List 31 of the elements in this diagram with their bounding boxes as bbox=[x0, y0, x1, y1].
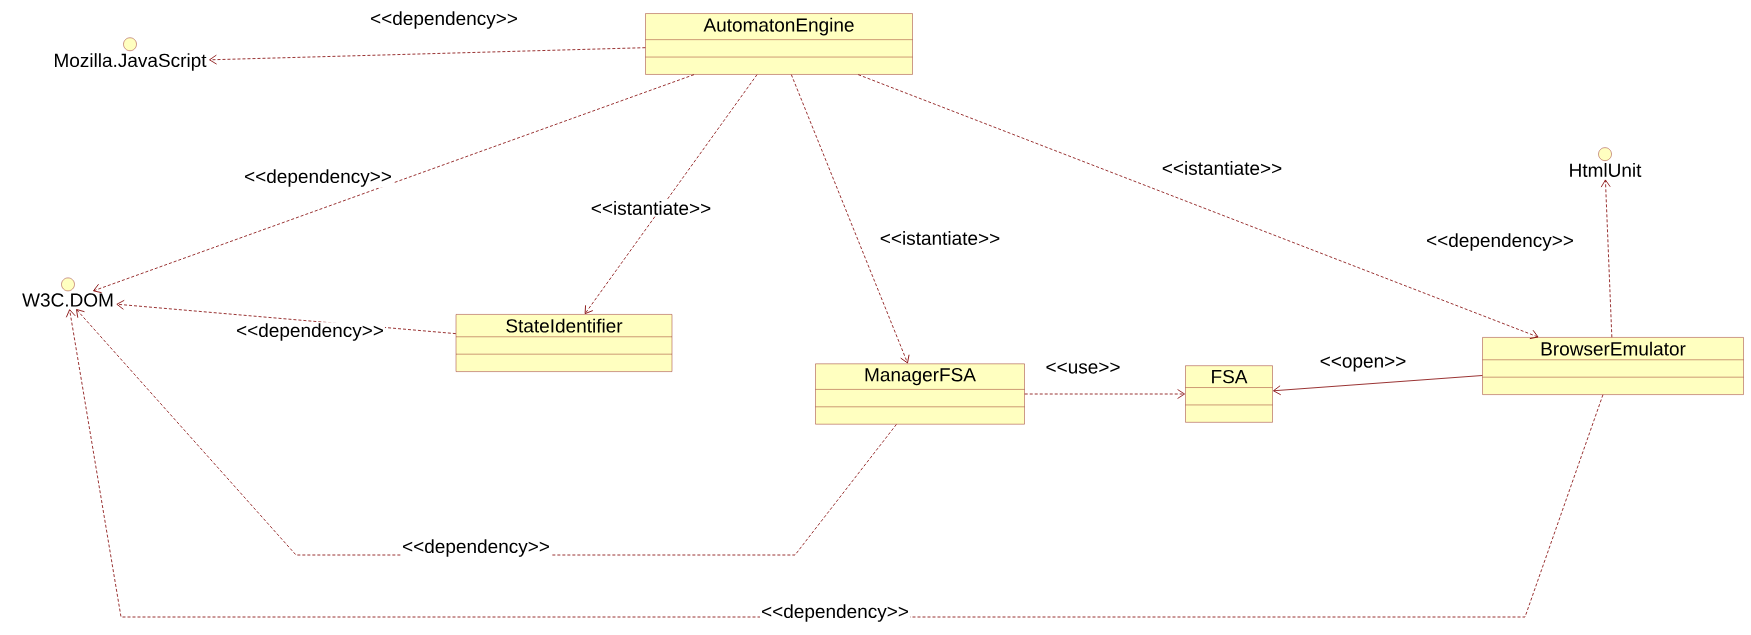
interface-lollipop: HtmlUnit bbox=[1570, 147, 1642, 177]
edge-label: <<use>> bbox=[1046, 362, 1120, 374]
edge-label: <<istantiate>> bbox=[591, 201, 711, 215]
edge-label: <<dependency>> bbox=[762, 604, 908, 622]
dependency-arrow bbox=[1024, 389, 1185, 399]
node-label: Mozilla.JavaScript bbox=[55, 53, 207, 71]
class-box: StateIdentifier bbox=[455, 314, 673, 372]
interface-lollipop: Mozilla.JavaScript bbox=[55, 37, 207, 71]
edge-label: <<istantiate>> bbox=[1162, 161, 1282, 175]
node-label: W3C.DOM bbox=[22, 293, 113, 307]
class-box: AutomatonEngine bbox=[645, 13, 913, 75]
edge-label: <<istantiate>> bbox=[880, 231, 1000, 245]
dependency-arrow bbox=[857, 74, 1539, 340]
edge-label: <<dependency>> bbox=[245, 169, 391, 187]
class-box: FSA bbox=[1185, 365, 1273, 423]
class-box: BrowserEmulator bbox=[1482, 337, 1744, 395]
dependency-arrow bbox=[209, 47, 646, 65]
dependency-arrow bbox=[93, 74, 695, 294]
node-label: HtmlUnit bbox=[1570, 163, 1642, 177]
edge-label: <<dependency>> bbox=[403, 539, 549, 557]
edge-label: <<dependency>> bbox=[237, 323, 383, 341]
dependency-arrow bbox=[65, 309, 1604, 618]
dependency-arrow bbox=[584, 74, 758, 315]
dependency-arrow bbox=[790, 74, 910, 364]
dependency-arrow bbox=[1600, 179, 1613, 338]
interface-lollipop: W3C.DOM bbox=[22, 277, 113, 307]
edge-label: <<dependency>> bbox=[371, 11, 517, 29]
edge-label: <<open>> bbox=[1320, 356, 1406, 372]
edge-label: <<dependency>> bbox=[1427, 233, 1573, 251]
class-box: ManagerFSA bbox=[815, 363, 1025, 425]
dependency-arrow bbox=[1273, 375, 1483, 396]
